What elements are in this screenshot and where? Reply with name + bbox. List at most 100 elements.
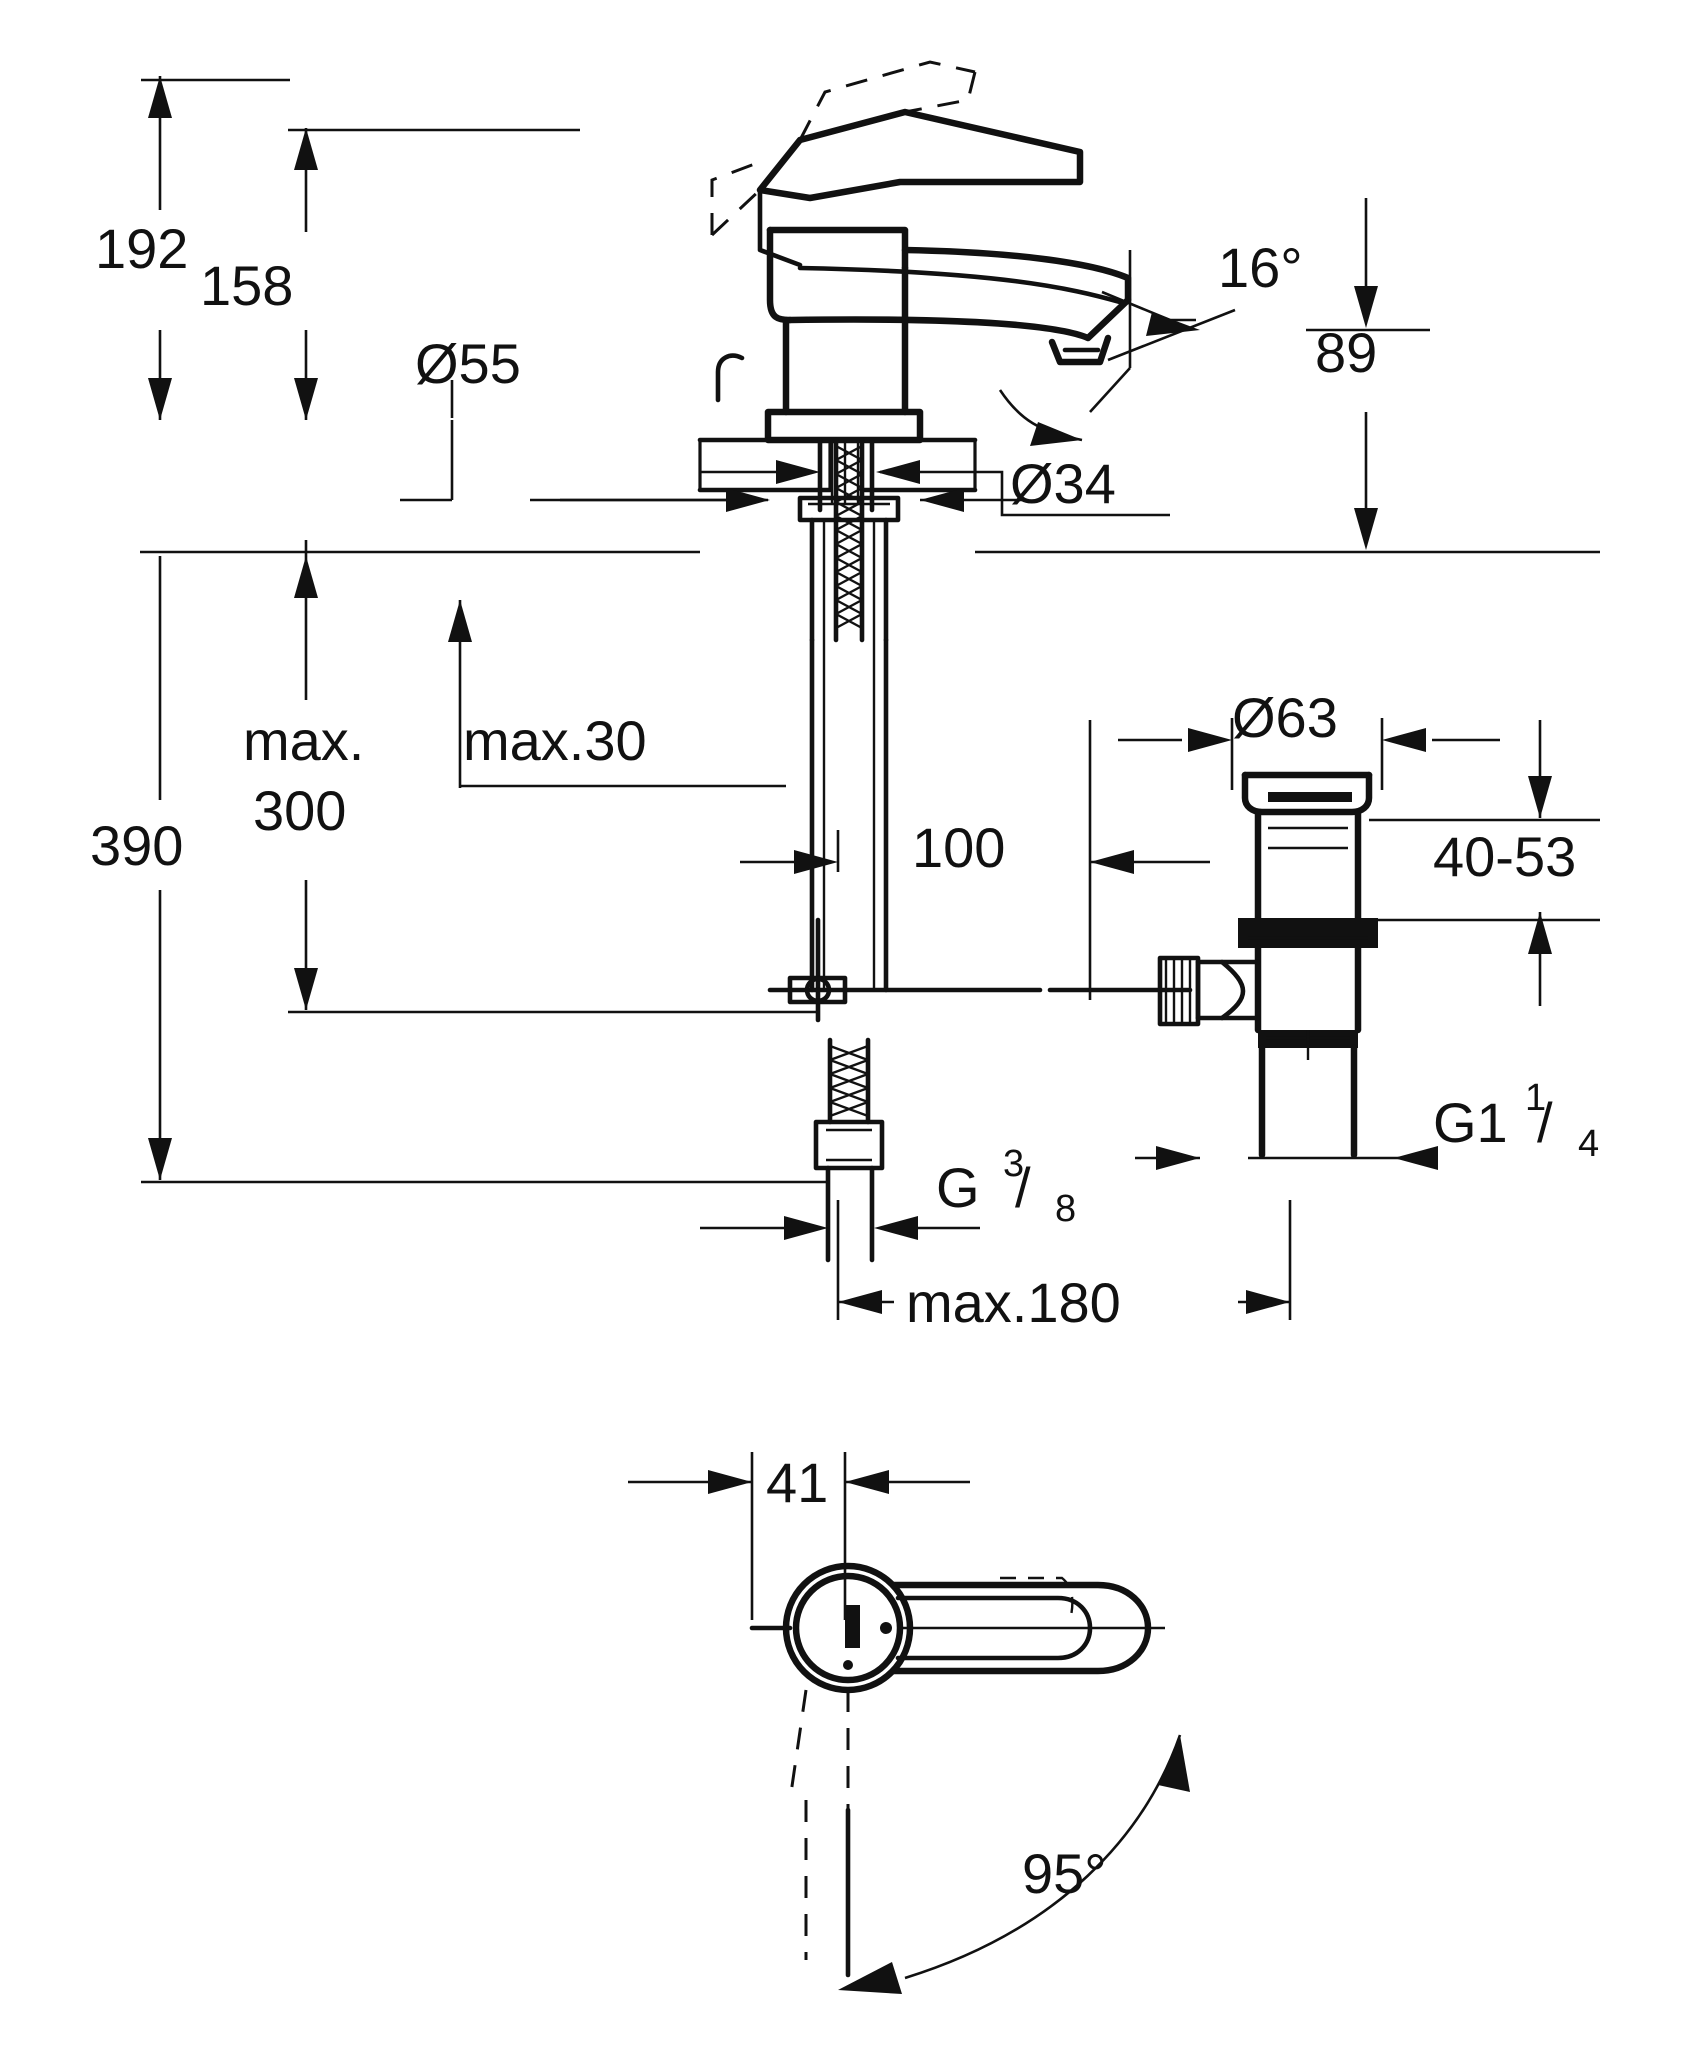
dimension-text-labels: 192 158 Ø55 16° 89 Ø34 max. 300 max.30 3… — [90, 217, 1599, 1905]
waste-body-tube — [1254, 808, 1362, 922]
dimarrow-max30-up — [448, 600, 472, 642]
rod-clamp — [787, 975, 848, 1005]
lower-thread-edges — [827, 1037, 871, 1125]
supply-tail-pipe — [825, 1165, 875, 1263]
dimarrow-34-right — [776, 460, 820, 484]
knurl-nut-ridges — [1164, 958, 1192, 1024]
angle-16-second-leg — [1107, 308, 1236, 362]
dimarrow-4053-up — [1528, 912, 1552, 954]
label-192: 192 — [95, 217, 188, 280]
lever-handle-elevation — [756, 108, 1084, 202]
supply-hose-lower-inner — [822, 640, 876, 990]
spout-top-inner-line — [797, 265, 1123, 305]
dimarrow-G38-left — [874, 1216, 918, 1240]
label-max-300-line1: max. — [243, 709, 364, 772]
dimarrow-G114 — [1394, 1146, 1438, 1170]
waste-body-lines — [1268, 826, 1348, 850]
dimarrow-max300-down — [294, 968, 318, 1010]
label-max-180: max.180 — [906, 1271, 1121, 1334]
label-95-degrees: 95° — [1022, 1842, 1107, 1905]
dimarrow-100-left — [1090, 850, 1134, 874]
dimarrow-63-left — [1382, 728, 1426, 752]
label-G1-numerator: 1 — [1525, 1077, 1546, 1119]
label-G38-numerator: 3 — [1003, 1143, 1024, 1185]
mounting-nut — [797, 495, 901, 523]
knurled-retaining-nut — [1157, 955, 1201, 1027]
label-G1-denominator: 4 — [1578, 1123, 1599, 1165]
supply-hose-inner — [822, 520, 876, 640]
label-390: 390 — [90, 814, 183, 877]
label-max-30: max.30 — [463, 709, 647, 772]
dimarrow-158-up — [294, 128, 318, 170]
ball-rod-curve — [1219, 959, 1246, 1021]
label-G38-denominator: 8 — [1055, 1188, 1076, 1230]
label-158: 158 — [200, 254, 293, 317]
knurl-nut-body — [1157, 955, 1201, 1027]
label-G38-slash: / — [1015, 1156, 1031, 1219]
label-diameter-63: Ø63 — [1232, 686, 1338, 749]
dimarrow-63-right — [1188, 728, 1232, 752]
dimarrow-180-right — [1246, 1290, 1290, 1314]
plan-body-circle — [792, 1572, 904, 1684]
waste-flange-body — [1241, 771, 1373, 816]
dimline-34-right-lead — [880, 470, 1170, 517]
rod-pivot-joint — [804, 976, 832, 1004]
plan-lever-inner — [895, 1595, 1093, 1661]
plan-pivot-dot — [880, 1622, 892, 1634]
plan-lever-outline — [890, 1581, 1152, 1675]
handle-stem — [757, 187, 803, 268]
connection-nut — [813, 1119, 885, 1171]
plan-screw-dot — [843, 1660, 853, 1670]
supply-hose-lower — [809, 637, 889, 993]
ball-rod-housing — [1195, 959, 1261, 1021]
swing-dashed-left — [788, 1689, 808, 1801]
pop-up-waste-assembly — [1157, 771, 1378, 1159]
handle-open-position-dashed-2 — [904, 71, 977, 114]
angle-16-arrow — [1030, 422, 1082, 446]
dimarrow-192-up — [148, 76, 172, 118]
dimarrow-4053-down — [1528, 776, 1552, 818]
dimarrow-41-right — [708, 1470, 752, 1494]
spout-underside — [786, 296, 1132, 342]
label-100: 100 — [912, 816, 1005, 879]
lower-thread-knurl — [829, 1044, 869, 1118]
waste-sealing-collar — [1238, 918, 1378, 948]
dimarrow-390-down — [148, 1138, 172, 1180]
label-thread-G1-1-4: G1 1 / 4 — [1433, 1077, 1599, 1165]
waste-outlet-pipe — [1258, 1044, 1358, 1159]
dimarrow-34-left — [876, 460, 920, 484]
waste-stopper-disc — [1268, 792, 1352, 802]
dimarrow-41-left — [845, 1470, 889, 1494]
label-G1-main: G1 — [1433, 1091, 1508, 1154]
label-angle-16: 16° — [1218, 236, 1303, 299]
dimension-lines-elevation — [140, 76, 1600, 1320]
dimarrow-55-left — [920, 488, 964, 512]
dimarrow-180-left — [838, 1290, 882, 1314]
thread-knurl-pattern — [835, 444, 863, 630]
label-diameter-55: Ø55 — [415, 332, 521, 395]
dimarrow-G114-left — [1156, 1146, 1200, 1170]
dimarrow-192-down — [148, 378, 172, 420]
angle-95-arrow-bottom — [838, 1962, 902, 1994]
label-89: 89 — [1315, 321, 1377, 384]
dimarrow-max300-up — [294, 556, 318, 598]
threaded-rod-upper — [833, 437, 865, 643]
label-40-53: 40-53 — [1433, 825, 1576, 888]
dimarrow-100-right — [794, 850, 838, 874]
dimarrow-G38-right — [784, 1216, 828, 1240]
plan-view — [628, 1452, 1190, 1994]
connection-nut-lines — [826, 1128, 872, 1162]
label-41: 41 — [766, 1451, 828, 1514]
dimarrow-89-down2 — [1354, 508, 1378, 550]
cartridge-housing-top — [766, 226, 909, 272]
handle-pivot-dashed-2 — [710, 160, 761, 235]
plan-indicator-slot — [845, 1605, 860, 1648]
dimarrow-89-down — [1354, 286, 1378, 328]
label-thread-G-3-8: G 3 / 8 — [936, 1143, 1076, 1230]
label-G38-main: G — [936, 1156, 980, 1219]
lower-connection-assembly — [813, 1037, 885, 1263]
supply-hose-outer — [809, 517, 889, 643]
